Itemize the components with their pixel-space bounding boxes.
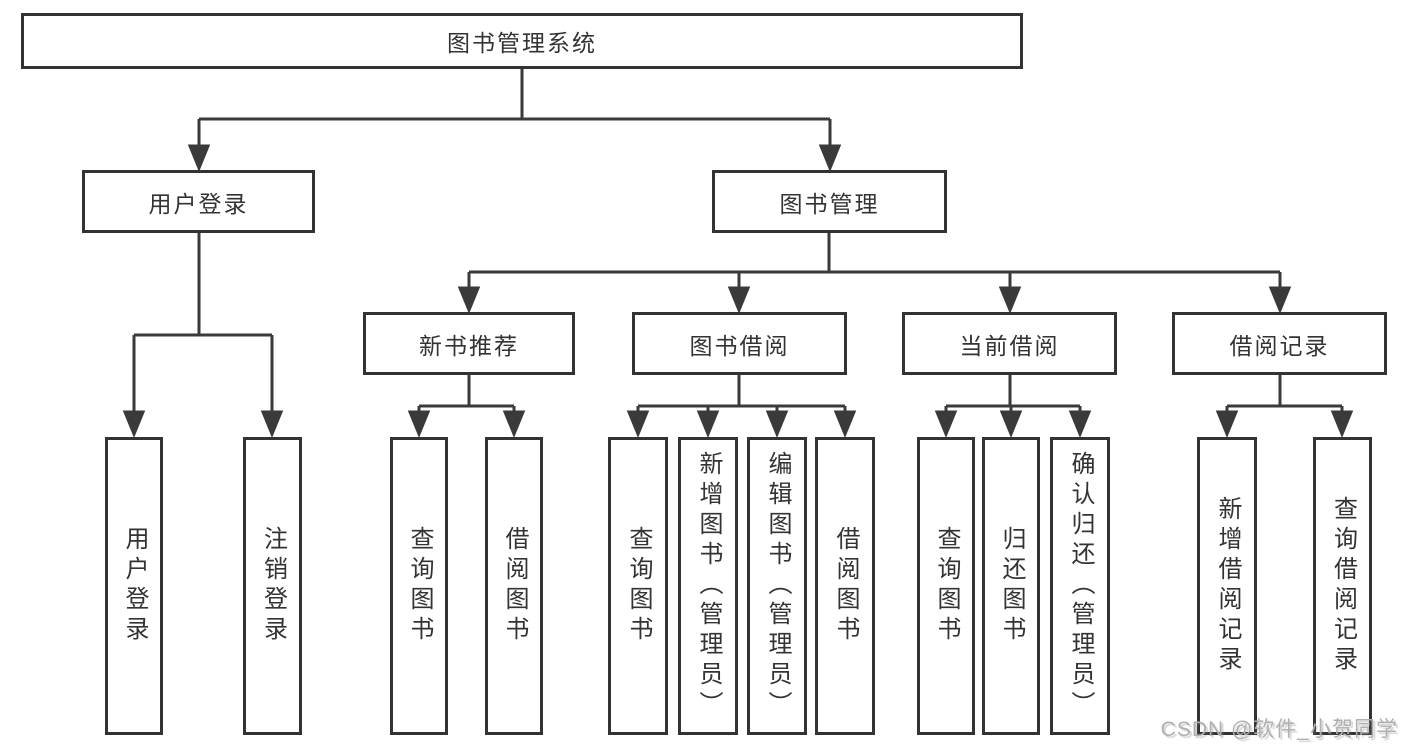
leaf-logout-label: 注销登录 <box>259 526 287 646</box>
connector-root-to-level2 <box>187 68 842 172</box>
connector-new-book-children <box>407 375 526 438</box>
node-borrow-records-label: 借阅记录 <box>1229 332 1330 359</box>
node-user-login-label: 用户登录 <box>148 190 249 217</box>
leaf-edit-book-admin-label: 编辑图书（管理员） <box>764 451 791 721</box>
leaf-user-login: 用户登录 <box>105 437 163 735</box>
leaf-confirm-return-admin-label: 确认归还（管理员） <box>1067 451 1094 721</box>
connector-book-management-children <box>457 233 1292 314</box>
leaf-query-books-borrow-label: 查询图书 <box>625 526 652 646</box>
csdn-watermark: CSDN @软件_小贺同学 <box>1160 718 1398 741</box>
leaf-borrow-books: 借阅图书 <box>815 437 875 735</box>
leaf-add-borrow-record: 新增借阅记录 <box>1197 437 1257 735</box>
leaf-add-book-admin: 新增图书（管理员） <box>678 437 738 735</box>
leaf-edit-book-admin: 编辑图书（管理员） <box>747 437 807 735</box>
leaf-query-books-recommend: 查询图书 <box>390 437 448 735</box>
node-book-borrow-label: 图书借阅 <box>689 332 790 359</box>
leaf-query-books-recommend-label: 查询图书 <box>406 526 433 646</box>
leaf-add-borrow-record-label: 新增借阅记录 <box>1214 496 1241 676</box>
node-book-management-label: 图书管理 <box>779 190 880 217</box>
node-user-login: 用户登录 <box>82 170 315 233</box>
node-current-borrow-label: 当前借阅 <box>959 332 1060 359</box>
leaf-borrow-books-recommend: 借阅图书 <box>485 437 543 735</box>
node-book-management: 图书管理 <box>712 170 947 233</box>
node-book-borrow: 图书借阅 <box>632 312 847 375</box>
node-borrow-records: 借阅记录 <box>1172 312 1387 375</box>
leaf-borrow-books-recommend-label: 借阅图书 <box>501 526 528 646</box>
connector-book-borrow-children <box>626 375 857 438</box>
leaf-query-books-borrow: 查询图书 <box>608 437 668 735</box>
leaf-return-books: 归还图书 <box>982 437 1040 735</box>
leaf-borrow-books-label: 借阅图书 <box>832 526 859 646</box>
leaf-logout: 注销登录 <box>243 437 302 735</box>
leaf-add-book-admin-label: 新增图书（管理员） <box>695 451 722 721</box>
connector-current-borrow-children <box>934 375 1092 438</box>
node-root-label: 图书管理系统 <box>447 30 597 56</box>
leaf-return-books-label: 归还图书 <box>998 526 1025 646</box>
node-current-borrow: 当前借阅 <box>902 312 1117 375</box>
node-new-book-recommend: 新书推荐 <box>363 312 575 375</box>
leaf-confirm-return-admin: 确认归还（管理员） <box>1050 437 1110 735</box>
leaf-query-borrow-record-label: 查询借阅记录 <box>1329 496 1357 676</box>
leaf-query-books-current: 查询图书 <box>917 437 975 735</box>
connector-borrow-records-children <box>1215 375 1354 438</box>
node-root: 图书管理系统 <box>21 13 1023 69</box>
leaf-query-borrow-record: 查询借阅记录 <box>1313 437 1372 735</box>
connector-user-login-children <box>122 233 284 438</box>
node-new-book-recommend-label: 新书推荐 <box>419 332 519 359</box>
leaf-user-login-label: 用户登录 <box>121 526 148 646</box>
leaf-query-books-current-label: 查询图书 <box>933 526 960 646</box>
